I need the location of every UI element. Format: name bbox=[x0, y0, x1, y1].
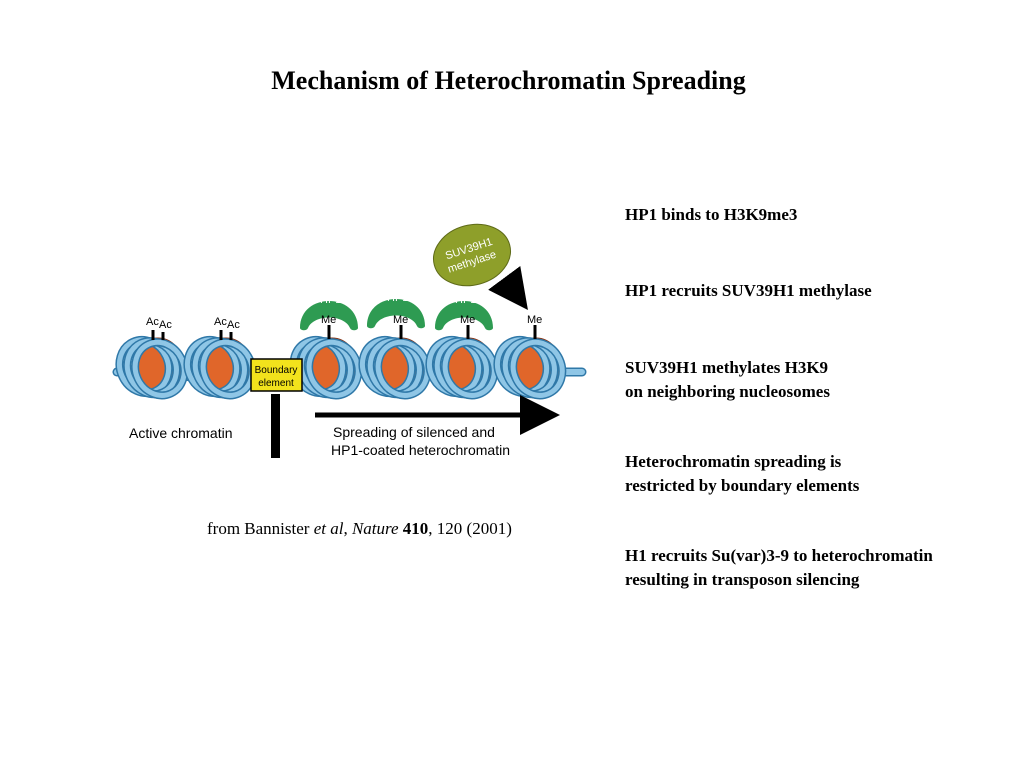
mechanism-point-5: H1 recruits Su(var)3-9 to heterochromati… bbox=[625, 544, 933, 592]
citation-volume: 410 bbox=[402, 519, 429, 538]
point-line: SUV39H1 methylates H3K9 bbox=[625, 358, 829, 377]
citation-journal: Nature bbox=[351, 519, 399, 538]
heterochromatin-spreading-diagram: Ac Ac Ac Ac HP1 Me HP1 Me HP1 Me bbox=[112, 222, 590, 474]
point-line: restricted by boundary elements bbox=[625, 476, 860, 495]
methyl-label: Me bbox=[527, 314, 542, 326]
hp1-label: HP1 bbox=[387, 292, 408, 304]
citation-etal: et al bbox=[313, 519, 344, 538]
acetyl-mark-group-2: Ac Ac bbox=[214, 316, 240, 340]
figure-citation: from Bannister et al, Nature 410, 120 (2… bbox=[207, 519, 512, 539]
nucleosome bbox=[289, 335, 363, 400]
point-line: HP1 recruits SUV39H1 methylase bbox=[625, 281, 872, 300]
hp1-protein bbox=[300, 301, 358, 331]
acetyl-mark-group-1: Ac Ac bbox=[146, 316, 172, 340]
point-line: H1 recruits Su(var)3-9 to heterochromati… bbox=[625, 546, 933, 565]
acetyl-label: Ac bbox=[146, 316, 159, 328]
nucleosome bbox=[115, 335, 189, 400]
methylase-arrow bbox=[488, 265, 528, 311]
hp1-bound-site-3: HP1 Me bbox=[435, 294, 493, 339]
citation-separator: , bbox=[343, 519, 352, 538]
point-line: resulting in transposon silencing bbox=[625, 570, 860, 589]
nucleosome bbox=[183, 335, 257, 400]
acetyl-label: Ac bbox=[214, 316, 227, 328]
point-line: HP1 binds to H3K9me3 bbox=[625, 205, 798, 224]
hp1-label: HP1 bbox=[320, 294, 341, 306]
citation-pages-year: , 120 (2001) bbox=[428, 519, 512, 538]
boundary-bar bbox=[271, 394, 280, 458]
point-line: on neighboring nucleosomes bbox=[625, 382, 830, 401]
hp1-protein bbox=[367, 299, 425, 329]
spreading-label-line1: Spreading of silenced and bbox=[333, 424, 495, 440]
spreading-label-line2: HP1-coated heterochromatin bbox=[331, 442, 510, 458]
diagram-canvas: Ac Ac Ac Ac HP1 Me HP1 Me HP1 Me bbox=[112, 223, 587, 458]
active-chromatin-label: Active chromatin bbox=[129, 425, 232, 441]
hp1-protein bbox=[435, 301, 493, 331]
nucleosome bbox=[493, 335, 567, 400]
mechanism-point-4: Heterochromatin spreading is restricted … bbox=[625, 450, 859, 498]
methyl-label: Me bbox=[460, 314, 475, 326]
citation-prefix: from Bannister bbox=[207, 519, 314, 538]
slide-title: Mechanism of Heterochromatin Spreading bbox=[271, 66, 746, 95]
methyl-label: Me bbox=[321, 314, 336, 326]
hp1-label: HP1 bbox=[455, 294, 476, 306]
suv39h1-methylase: SUV39H1 methylase bbox=[433, 223, 511, 287]
boundary-element: Boundary element bbox=[250, 358, 303, 458]
nucleosome-row bbox=[115, 335, 567, 400]
mechanism-point-2: HP1 recruits SUV39H1 methylase bbox=[625, 279, 872, 303]
boundary-label-line1: Boundary bbox=[255, 365, 298, 376]
acetyl-label: Ac bbox=[159, 319, 172, 331]
mechanism-point-3: SUV39H1 methylates H3K9 on neighboring n… bbox=[625, 356, 830, 404]
nucleosome bbox=[425, 335, 499, 400]
boundary-label-line2: element bbox=[258, 378, 294, 389]
hp1-bound-site-1: HP1 Me bbox=[300, 294, 358, 339]
nucleosome bbox=[358, 335, 432, 400]
mechanism-point-1: HP1 binds to H3K9me3 bbox=[625, 203, 797, 227]
methyl-label: Me bbox=[393, 314, 408, 326]
point-line: Heterochromatin spreading is bbox=[625, 452, 842, 471]
acetyl-label: Ac bbox=[227, 319, 240, 331]
new-methyl-site: Me bbox=[527, 314, 542, 339]
hp1-bound-site-2: HP1 Me bbox=[367, 292, 425, 339]
